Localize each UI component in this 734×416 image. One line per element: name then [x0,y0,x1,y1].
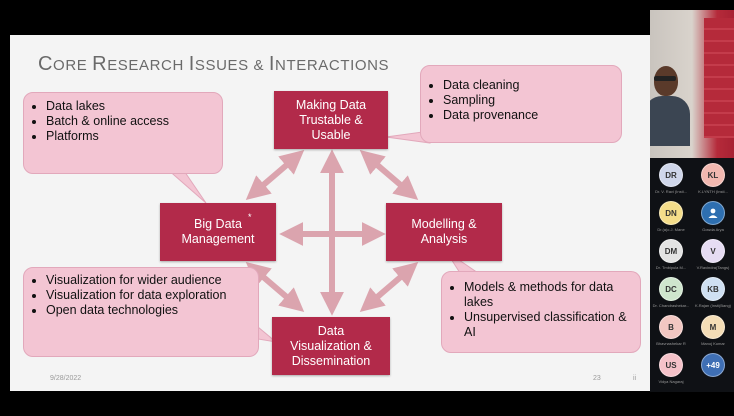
footer-right-mark: ii [633,375,637,382]
participant-tile[interactable]: DC Dr. Chandrashekar... [650,274,692,312]
participant-grid: DR Dr. V. Ravi (Insti... KL K.LYNTH (Insti.… [650,160,734,392]
callout-visualization-topics: Visualization for wider audience Visuali… [23,267,259,357]
arrow-bottom-left [245,261,305,313]
arrow-top-right [359,149,419,201]
list-item: Sampling [443,93,613,108]
list-item: Batch & online access [46,114,214,129]
callout-trustable-topics: Data cleaning Sampling Data provenance [420,65,622,143]
asterisk-mark: * [248,212,252,222]
arrow-bottom-right [359,261,419,313]
avatar: DM [659,239,683,263]
participant-tile[interactable]: KB K.Rajan (Insti(Bang) [692,274,734,312]
participant-name: Dr. Chandrashekar... [652,303,690,308]
participant-tile[interactable]: DR Dr. V. Ravi (Insti... [650,160,692,198]
participant-name: K.Rajan (Insti(Bang) [694,303,731,308]
list-item: Models & methods for data lakes [464,280,632,310]
participant-tile[interactable]: KL K.LYNTH (Insti... [692,160,734,198]
footer-date: 9/28/2022 [50,375,82,382]
avatar: DN [659,201,683,225]
presenter-glasses [654,76,676,81]
participant-tile[interactable]: US Vidya Nagaraj [650,350,692,388]
user-icon [701,201,725,225]
avatar: DR [659,163,683,187]
box-modelling-analysis: Modelling & Analysis [386,203,502,261]
avatar: M [701,315,725,339]
participant-name: V.Ravindra(Tangs) [696,265,730,270]
presenter-video[interactable] [650,10,734,158]
participant-name: Gowda Arya [702,227,724,232]
avatar: US [659,353,683,377]
slide-title: CORE RESEARCH ISSUES & INTERACTIONS [38,53,390,75]
avatar: DC [659,277,683,301]
participants-panel: DR Dr. V. Ravi (Insti... KL K.LYNTH (Insti.… [650,10,734,392]
list-item: Data cleaning [443,78,613,93]
participant-name: Manoj Kumar [701,341,725,346]
box-making-data-trustable: Making Data Trustable & Usable [274,91,388,149]
list-item: Data lakes [46,99,214,114]
participant-tile[interactable]: DM Dr. Tmbipula M... [650,236,692,274]
participant-tile[interactable]: M Manoj Kumar [692,312,734,350]
participant-tile[interactable]: B Bhavnashekar R [650,312,692,350]
footer-page-number: 23 [593,375,601,382]
participant-name: Dr.(a)c.J. Mane [657,227,685,232]
list-item: Visualization for data exploration [46,288,250,303]
list-item: Unsupervised classification & AI [464,310,632,340]
list-item: Open data technologies [46,303,250,318]
presenter-head [654,66,678,96]
box-data-visualization: Data Visualization & Dissemination [272,317,390,375]
box-big-data-management: Big Data Management* [160,203,276,261]
participant-name: Dr. V. Ravi (Insti... [655,189,687,194]
callout-big-data-topics: Data lakes Batch & online access Platfor… [23,92,223,174]
presentation-slide: CORE RESEARCH ISSUES & INTERACTIONS Data… [10,35,650,391]
participant-tile[interactable]: Gowda Arya [692,198,734,236]
participant-tile[interactable]: V V.Ravindra(Tangs) [692,236,734,274]
list-item: Data provenance [443,108,613,123]
avatar: V [701,239,725,263]
list-item: Platforms [46,129,214,144]
participant-tile[interactable]: DN Dr.(a)c.J. Mane [650,198,692,236]
participant-name: Vidya Nagaraj [658,379,684,384]
participant-name: K.LYNTH (Insti... [698,189,728,194]
callout-modelling-topics: Models & methods for data lakes Unsuperv… [441,271,641,353]
avatar: B [659,315,683,339]
avatar: KB [701,277,725,301]
arrow-top-left [245,149,305,201]
avatar: +49 [701,353,725,377]
list-item: Visualization for wider audience [46,273,250,288]
avatar: KL [701,163,725,187]
wall-poster [704,18,734,138]
presenter-body [650,96,690,146]
participant-name: Bhavnashekar R [656,341,686,346]
participant-name: Dr. Tmbipula M... [655,265,687,270]
participant-tile[interactable]: +49 [692,350,734,388]
